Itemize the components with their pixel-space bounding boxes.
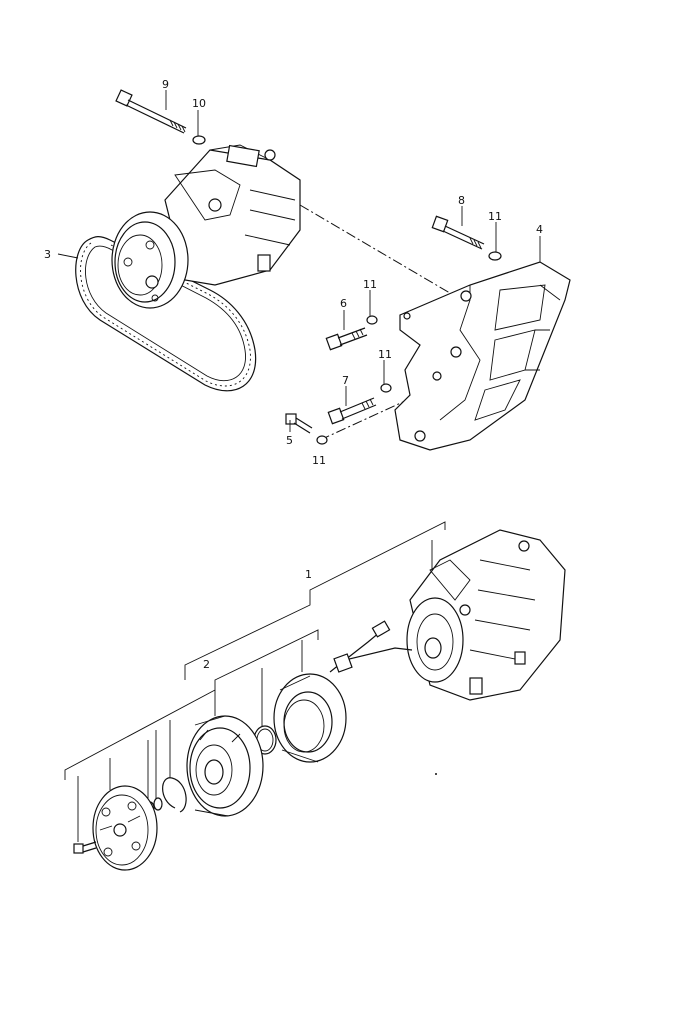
- callout-3: 3: [44, 248, 51, 261]
- bolt-9: [115, 89, 187, 134]
- washer-11-mid: [366, 315, 378, 325]
- drive-belt-3: [75, 236, 257, 392]
- bolt-8: [431, 215, 485, 250]
- callout-5: 5: [286, 434, 293, 447]
- callout-10: 10: [192, 97, 206, 110]
- center-bolt: [73, 841, 97, 854]
- callout-7: 7: [342, 374, 349, 387]
- group-bracket-2: [64, 629, 319, 780]
- callout-6: 6: [340, 297, 347, 310]
- washer-11-bottom: [316, 435, 328, 445]
- ac-compressor-upper: [111, 144, 301, 309]
- alignment-line-top: [299, 204, 456, 297]
- mounting-bracket-4: [394, 261, 571, 451]
- washer-11-lower: [380, 383, 392, 393]
- callout-11-top: 11: [488, 210, 502, 223]
- callout-8: 8: [458, 194, 465, 207]
- callout-11-bottom: 11: [312, 454, 326, 467]
- callout-2: 2: [203, 658, 210, 671]
- ac-compressor-lower: [406, 529, 566, 701]
- bolt-5: [285, 413, 313, 434]
- callout-11-lower: 11: [378, 348, 392, 361]
- snap-ring-small: [162, 777, 187, 813]
- washer-10: [192, 135, 206, 145]
- clutch-coil-wire: [329, 620, 413, 673]
- callout-4: 4: [536, 223, 543, 236]
- armature-plate: [92, 785, 158, 871]
- callout-1: 1: [305, 568, 312, 581]
- callout-9: 9: [162, 78, 169, 91]
- shim-1: [153, 797, 163, 811]
- field-coil: [273, 673, 347, 763]
- group-bracket-1: [184, 521, 446, 680]
- callout-11-mid: 11: [363, 278, 377, 291]
- clutch-pulley: [186, 715, 264, 817]
- washer-11-top: [488, 251, 502, 261]
- bolt-6: [325, 327, 368, 351]
- bolt-7: [327, 397, 377, 425]
